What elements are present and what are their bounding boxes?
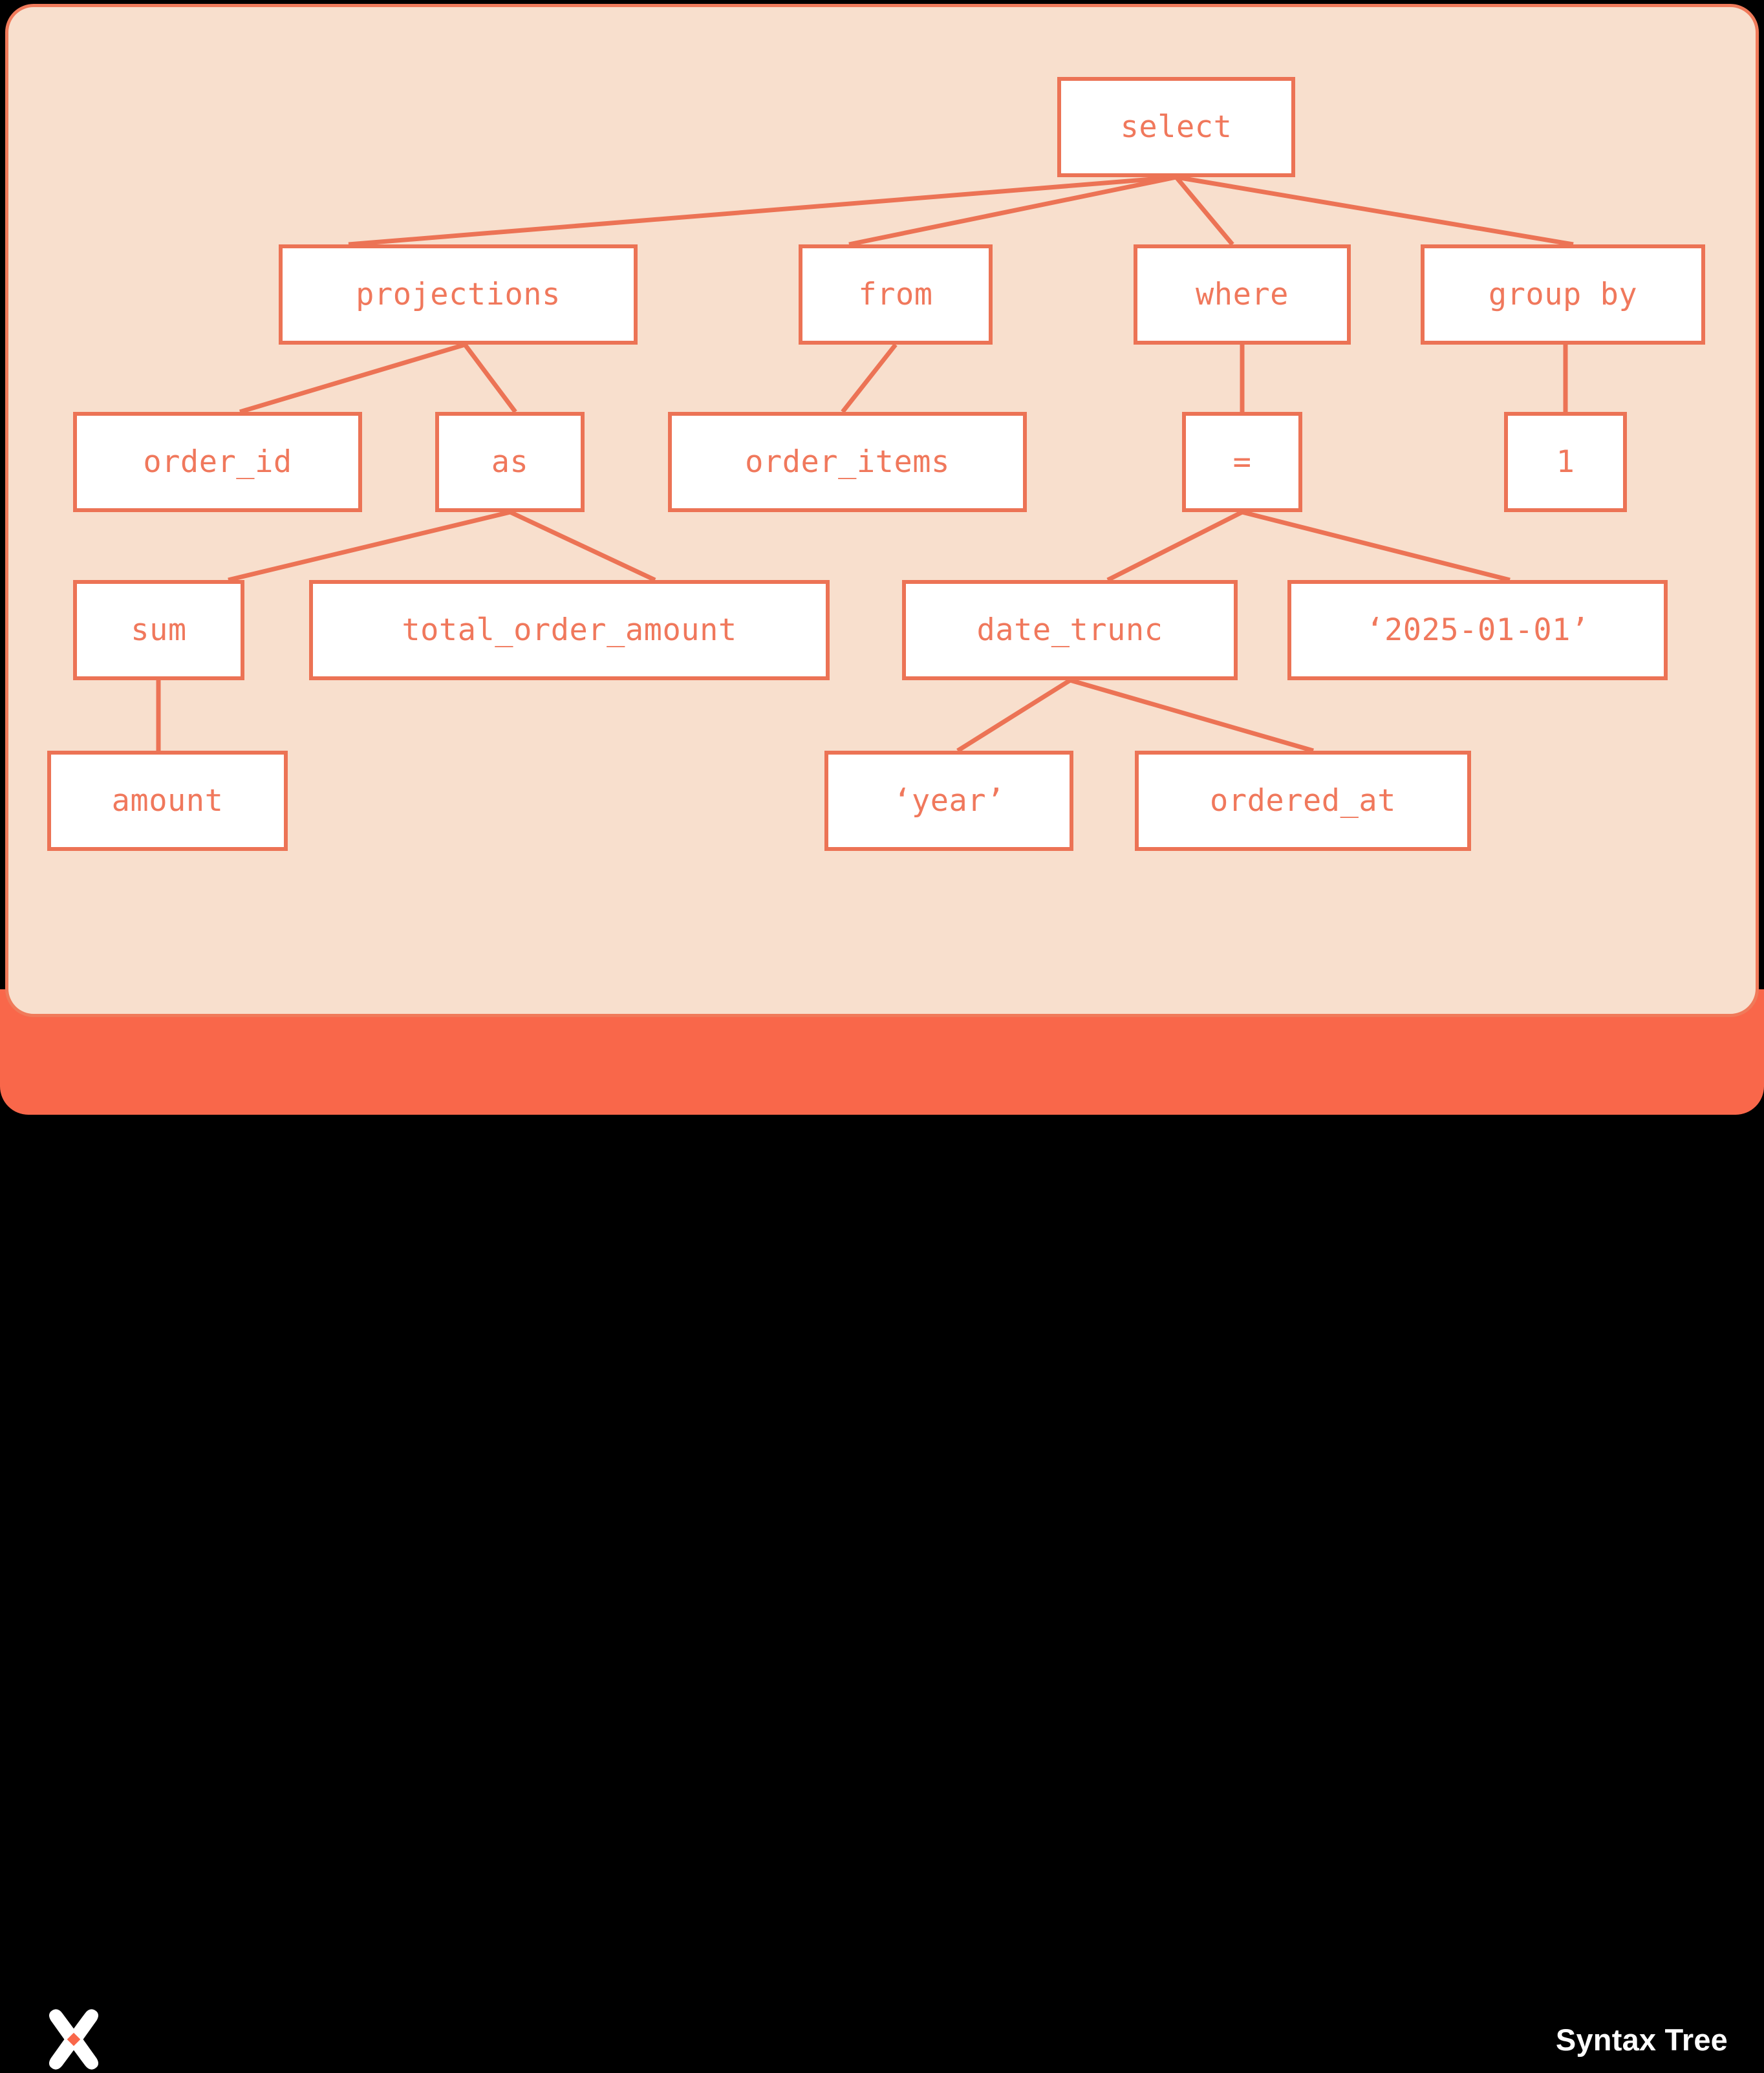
tree-node-label: ‘year’ — [893, 783, 1005, 819]
tree-node-label: ordered_at — [1210, 783, 1396, 819]
footer-title: Syntax Tree — [1555, 2023, 1728, 2057]
tree-node-order_id[interactable]: order_id — [73, 412, 362, 512]
tree-edge-date_trunc-to-year_literal — [956, 678, 1071, 753]
tree-node-label: from — [858, 277, 933, 312]
tree-node-total_order_amount[interactable]: total_order_amount — [309, 580, 830, 680]
tree-node-projections[interactable]: projections — [279, 244, 638, 345]
tree-node-year_literal[interactable]: ‘year’ — [824, 751, 1073, 851]
diagram-canvas: Syntax Tree select projections from where gr… — [0, 4, 1764, 2070]
tree-edge-eq-to-date_literal — [1242, 510, 1511, 583]
tree-node-ordered_at[interactable]: ordered_at — [1135, 751, 1471, 851]
tree-node-date_trunc[interactable]: date_trunc — [902, 580, 1238, 680]
tree-node-select[interactable]: select — [1057, 77, 1295, 177]
tree-node-label: select — [1120, 109, 1232, 145]
tree-edge-as-to-total_order_amount — [509, 510, 656, 583]
tree-node-label: date_trunc — [976, 612, 1163, 648]
tree-node-label: order_items — [745, 444, 950, 480]
tree-node-label: total_order_amount — [402, 612, 737, 648]
tree-node-date_literal[interactable]: ‘2025-01-01’ — [1287, 580, 1668, 680]
tree-edge-projections-to-order_id — [239, 342, 466, 414]
tree-node-label: = — [1232, 444, 1252, 480]
tree-node-one[interactable]: 1 — [1504, 412, 1627, 512]
syntax-tree-card: select projections from where group by order_… — [5, 4, 1759, 1017]
tree-node-group_by[interactable]: group by — [1421, 244, 1705, 345]
tree-node-eq[interactable]: = — [1182, 412, 1302, 512]
tree-edge-select-to-from — [848, 175, 1177, 247]
tree-edge-select-to-projections — [348, 175, 1177, 247]
tree-node-label: projections — [356, 277, 561, 312]
tree-node-label: 1 — [1556, 444, 1575, 480]
tree-edge-from-to-order_items — [841, 343, 898, 414]
tree-edge-select-to-group_by — [1176, 175, 1574, 247]
tree-node-label: group by — [1488, 277, 1638, 312]
tree-node-label: sum — [131, 612, 187, 648]
tree-node-label: amount — [111, 783, 224, 819]
tree-edge-projections-to-as — [463, 343, 517, 414]
tree-node-where[interactable]: where — [1134, 244, 1351, 345]
tree-node-as[interactable]: as — [435, 412, 585, 512]
tree-edge-date_trunc-to-ordered_at — [1070, 678, 1314, 753]
tree-node-order_items[interactable]: order_items — [668, 412, 1027, 512]
tree-edge-as-to-sum — [228, 510, 511, 583]
tree-node-label: order_id — [143, 444, 292, 480]
tree-edges — [156, 175, 1574, 753]
tree-node-label: as — [491, 444, 529, 480]
tree-edge-select-to-where — [1174, 175, 1234, 246]
tree-node-label: where — [1196, 277, 1289, 312]
tree-edge-eq-to-date_trunc — [1106, 510, 1243, 583]
tree-node-from[interactable]: from — [799, 244, 993, 345]
tree-node-label: ‘2025-01-01’ — [1366, 612, 1589, 648]
four-pointed-star-logo — [48, 2009, 99, 2070]
tree-node-amount[interactable]: amount — [47, 751, 288, 851]
tree-node-sum[interactable]: sum — [73, 580, 244, 680]
